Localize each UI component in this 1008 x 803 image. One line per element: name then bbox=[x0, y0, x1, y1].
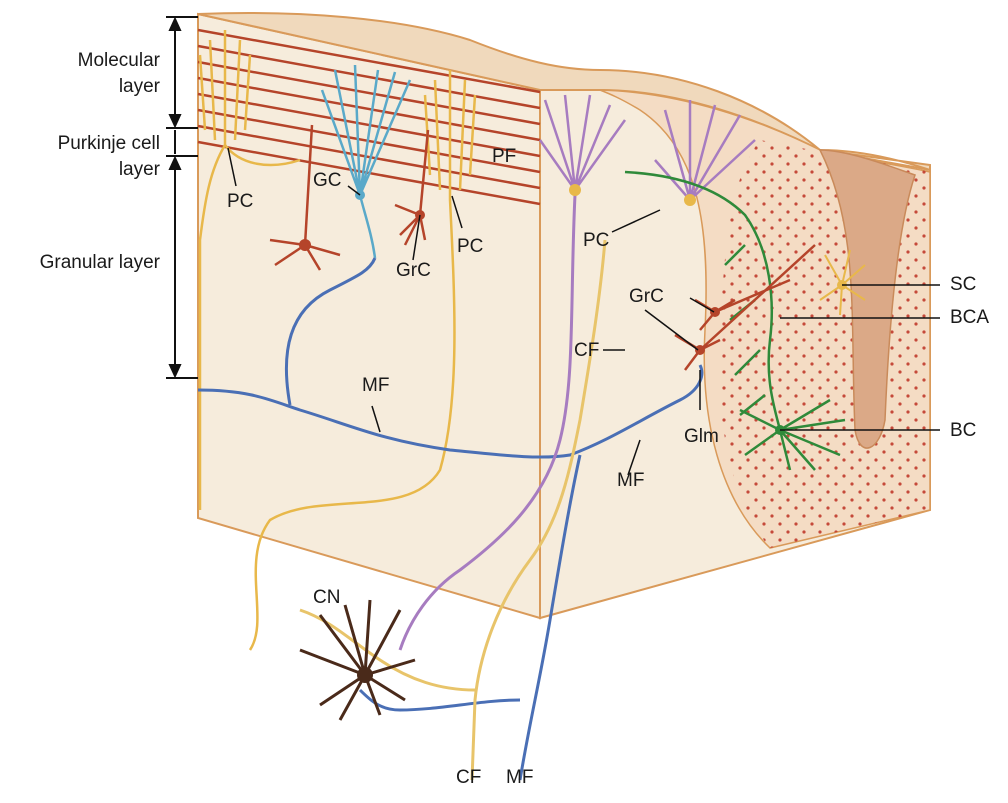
purkinje-axons bbox=[398, 194, 577, 651]
golgi-cell bbox=[320, 64, 412, 259]
granule-soma-left bbox=[299, 239, 311, 251]
granular-layer-label: Granular layer bbox=[39, 252, 160, 273]
purkinje-dendrites-left bbox=[198, 30, 301, 510]
granule-soma-right-b bbox=[695, 345, 705, 355]
purkinje-cell-right-b bbox=[654, 100, 756, 201]
label-cn: CN bbox=[313, 587, 341, 608]
label-mf-left: MF bbox=[362, 375, 390, 396]
basket-cell bbox=[624, 170, 846, 471]
molecular-layer-label-1: Molecular bbox=[77, 50, 160, 71]
label-cf-bottom: CF bbox=[456, 767, 482, 788]
mossy-fibers bbox=[197, 257, 704, 781]
leader-lines bbox=[227, 147, 940, 476]
layer-bracket bbox=[166, 16, 198, 379]
label-pc-mid: PC bbox=[457, 236, 484, 257]
nucleus-soma bbox=[357, 667, 373, 683]
label-bc: BC bbox=[950, 420, 977, 441]
cerebellar-nucleus-cell bbox=[299, 599, 416, 721]
granule-cell-left bbox=[269, 124, 341, 271]
label-glm: Glm bbox=[684, 426, 719, 447]
label-bca: BCA bbox=[950, 307, 990, 328]
label-grc-right: GrC bbox=[629, 286, 664, 307]
label-mf-right: MF bbox=[617, 470, 645, 491]
granule-soma-right-a bbox=[710, 307, 720, 317]
label-grc-left: GrC bbox=[396, 260, 431, 281]
label-cf-mid: CF bbox=[574, 340, 600, 361]
label-pc-left: PC bbox=[227, 191, 254, 212]
purkinje-layer-label-2: layer bbox=[118, 159, 160, 180]
label-gc: GC bbox=[313, 170, 342, 191]
sulcus bbox=[818, 149, 916, 449]
label-pc-right: PC bbox=[583, 230, 610, 251]
label-mf-bottom: MF bbox=[506, 767, 534, 788]
molecular-layer-label-2: layer bbox=[118, 76, 160, 97]
granule-cell-mid bbox=[394, 129, 430, 246]
purkinje-cell-right-a bbox=[538, 94, 627, 191]
stellate-cell bbox=[819, 249, 866, 316]
label-pf: PF bbox=[492, 146, 517, 167]
purkinje-layer-label-1: Purkinje cell bbox=[57, 133, 160, 154]
purkinje-dendrites-mid bbox=[248, 70, 477, 651]
purkinje-soma-right-a bbox=[569, 184, 581, 196]
label-sc: SC bbox=[950, 274, 977, 295]
purkinje-soma-right-b bbox=[684, 194, 696, 206]
block-left-face bbox=[197, 12, 541, 620]
